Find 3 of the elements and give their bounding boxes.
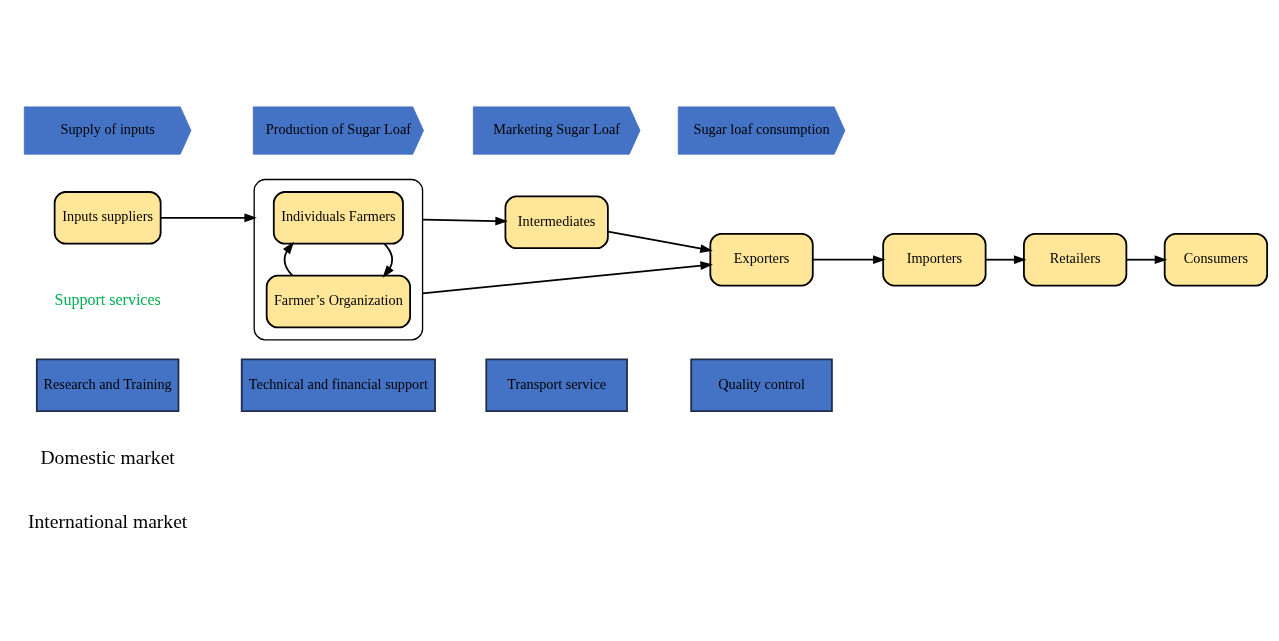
label: Support services (54, 291, 161, 309)
label: Domestic market (40, 447, 175, 469)
label: International market (28, 511, 188, 533)
